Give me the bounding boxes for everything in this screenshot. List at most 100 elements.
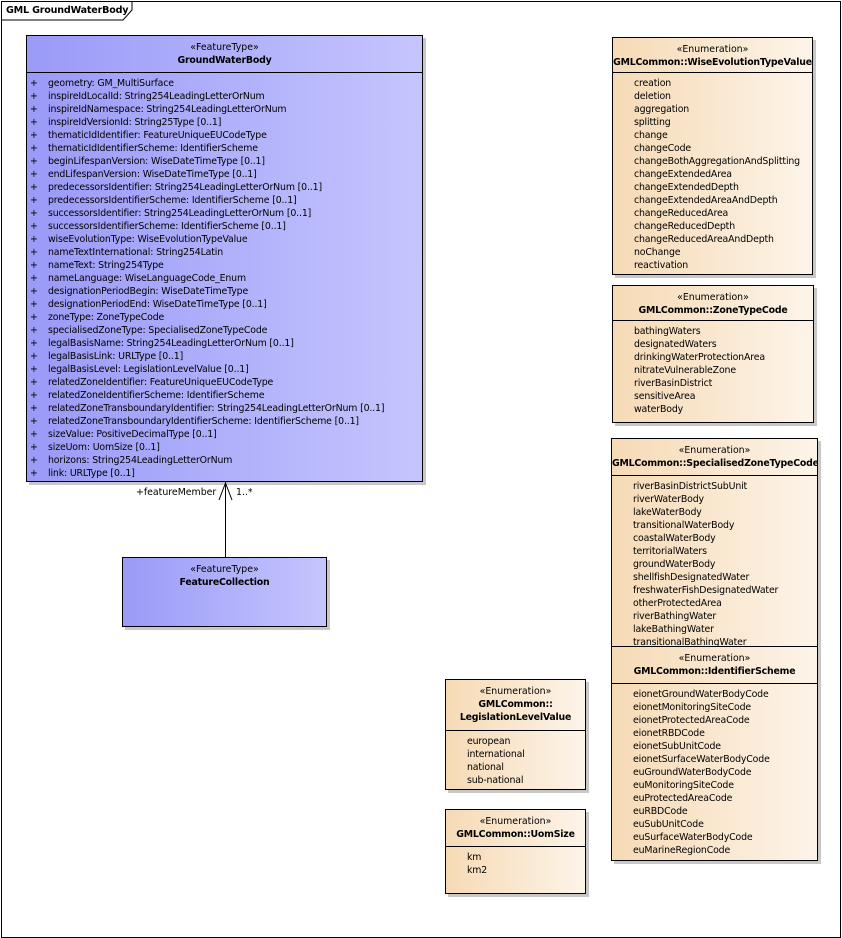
enum-literal[interactable]: change [613, 129, 812, 142]
enum-literal[interactable]: changeExtendedArea [613, 168, 812, 181]
enum-literal[interactable]: lakeBathingWater [612, 623, 817, 636]
attribute[interactable]: +wiseEvolutionType: WiseEvolutionTypeVal… [27, 233, 422, 246]
enum-literal[interactable]: changeCode [613, 142, 812, 155]
enum-literal[interactable]: territorialWaters [612, 545, 817, 558]
attribute[interactable]: +inspireIdNamespace: String254LeadingLet… [27, 103, 422, 116]
attribute[interactable]: +designationPeriodBegin: WiseDateTimeTyp… [27, 285, 422, 298]
attribute[interactable]: +zoneType: ZoneTypeCode [27, 311, 422, 324]
item-text: freshwaterFishDesignatedWater [633, 585, 779, 596]
enum-literal[interactable]: changeExtendedAreaAndDepth [613, 194, 812, 207]
enum-literal[interactable]: otherProtectedArea [612, 597, 817, 610]
attribute[interactable]: +successorsIdentifierScheme: IdentifierS… [27, 220, 422, 233]
frame-title-tab: GML GroundWaterBody [1, 1, 133, 21]
attribute[interactable]: +beginLifespanVersion: WiseDateTimeType … [27, 155, 422, 168]
enumeration-class-wiseevolutiontypevalue[interactable]: «Enumeration»GMLCommon::WiseEvolutionTyp… [612, 37, 813, 275]
enum-literal[interactable]: national [446, 761, 585, 774]
enum-literal[interactable]: euMonitoringSiteCode [612, 779, 817, 792]
enum-literal[interactable]: riverBasinDistrict [613, 377, 813, 390]
enum-literal[interactable]: splitting [613, 116, 812, 129]
enum-literal[interactable]: eionetSurfaceWaterBodyCode [612, 753, 817, 766]
enum-literal[interactable]: changeExtendedDepth [613, 181, 812, 194]
attribute[interactable]: +predecessorsIdentifier: String254Leadin… [27, 181, 422, 194]
item-text: transitionalWaterBody [633, 520, 735, 531]
enum-literal[interactable]: coastalWaterBody [612, 532, 817, 545]
attribute[interactable]: +relatedZoneIdentifier: FeatureUniqueEUC… [27, 376, 422, 389]
enum-literal[interactable]: designatedWaters [613, 338, 813, 351]
enum-literal[interactable]: eionetGroundWaterBodyCode [612, 688, 817, 701]
enum-literal[interactable]: drinkingWaterProtectionArea [613, 351, 813, 364]
attribute[interactable]: +sizeValue: PositiveDecimalType [0..1] [27, 428, 422, 441]
enum-literal[interactable]: euProtectedAreaCode [612, 792, 817, 805]
enum-literal[interactable]: freshwaterFishDesignatedWater [612, 584, 817, 597]
feature-type-class-groundwaterbody[interactable]: «FeatureType»GroundWaterBody+geometry: G… [26, 35, 423, 482]
enum-literal[interactable]: eionetRBDCode [612, 727, 817, 740]
enum-literal[interactable]: aggregation [613, 103, 812, 116]
attribute[interactable]: +legalBasisName: String254LeadingLetterO… [27, 337, 422, 350]
enum-literal[interactable]: euGroundWaterBodyCode [612, 766, 817, 779]
attribute[interactable]: +thematicIdIdentifier: FeatureUniqueEUCo… [27, 129, 422, 142]
enum-literal[interactable]: riverBathingWater [612, 610, 817, 623]
attribute[interactable]: +relatedZoneIdentifierScheme: Identifier… [27, 389, 422, 402]
enum-literal[interactable]: reactivation [613, 259, 812, 272]
attribute[interactable]: +endLifespanVersion: WiseDateTimeType [0… [27, 168, 422, 181]
class-header: «FeatureType»FeatureCollection [123, 558, 326, 589]
attribute[interactable]: +thematicIdIdentifierScheme: IdentifierS… [27, 142, 422, 155]
enum-literal[interactable]: nitrateVulnerableZone [613, 364, 813, 377]
enumeration-class-specialisedzonetypecode[interactable]: «Enumeration»GMLCommon::SpecialisedZoneT… [611, 438, 818, 650]
enum-literal[interactable]: euSurfaceWaterBodyCode [612, 831, 817, 844]
enum-literal[interactable]: changeBothAggregationAndSplitting [613, 155, 812, 168]
attribute[interactable]: +legalBasisLevel: LegislationLevelValue … [27, 363, 422, 376]
enum-literal[interactable]: eionetProtectedAreaCode [612, 714, 817, 727]
enum-literal[interactable]: riverBasinDistrictSubUnit [612, 480, 817, 493]
enum-literal[interactable]: euSubUnitCode [612, 818, 817, 831]
enumeration-class-legislationlevelvalue[interactable]: «Enumeration»GMLCommon::LegislationLevel… [445, 679, 586, 790]
enum-literal[interactable]: noChange [613, 246, 812, 259]
attribute[interactable]: +link: URLType [0..1] [27, 467, 422, 480]
enum-literal[interactable]: euMarineRegionCode [612, 844, 817, 857]
enum-literal[interactable]: shellfishDesignatedWater [612, 571, 817, 584]
public-visibility-icon: + [30, 442, 38, 453]
enum-literal[interactable]: international [446, 748, 585, 761]
attribute[interactable]: +legalBasisLink: URLType [0..1] [27, 350, 422, 363]
enum-literal[interactable]: transitionalWaterBody [612, 519, 817, 532]
attribute[interactable]: +inspireIdLocalId: String254LeadingLette… [27, 90, 422, 103]
enum-literal[interactable]: sensitiveArea [613, 390, 813, 403]
attribute[interactable]: +designationPeriodEnd: WiseDateTimeType … [27, 298, 422, 311]
enum-literal[interactable]: bathingWaters [613, 325, 813, 338]
enum-literal[interactable]: changeReducedAreaAndDepth [613, 233, 812, 246]
enum-literal[interactable]: sub-national [446, 774, 585, 787]
enum-literal[interactable]: changeReducedDepth [613, 220, 812, 233]
enum-literal[interactable]: groundWaterBody [612, 558, 817, 571]
attribute[interactable]: +sizeUom: UomSize [0..1] [27, 441, 422, 454]
enum-literal[interactable]: waterBody [613, 403, 813, 416]
enum-literal[interactable]: european [446, 735, 585, 748]
attribute[interactable]: +successorsIdentifier: String254LeadingL… [27, 207, 422, 220]
enum-literal[interactable]: km [446, 851, 585, 864]
enum-literal[interactable]: lakeWaterBody [612, 506, 817, 519]
attribute[interactable]: +geometry: GM_MultiSurface [27, 77, 422, 90]
enum-literal[interactable]: changeReducedArea [613, 207, 812, 220]
attribute[interactable]: +specialisedZoneType: SpecialisedZoneTyp… [27, 324, 422, 337]
item-text: predecessorsIdentifier: String254Leading… [48, 182, 322, 193]
attribute[interactable]: +relatedZoneTransboundaryIdentifierSchem… [27, 415, 422, 428]
enum-literal[interactable]: deletion [613, 90, 812, 103]
enum-literal[interactable]: km2 [446, 864, 585, 877]
enum-literal[interactable]: riverWaterBody [612, 493, 817, 506]
attribute[interactable]: +nameLanguage: WiseLanguageCode_Enum [27, 272, 422, 285]
attribute[interactable]: +horizons: String254LeadingLetterOrNum [27, 454, 422, 467]
feature-type-class-featurecollection[interactable]: «FeatureType»FeatureCollection [122, 557, 327, 627]
enum-literal[interactable]: creation [613, 77, 812, 90]
enum-literal[interactable]: euRBDCode [612, 805, 817, 818]
enum-literal[interactable]: transitionalBathingWater [612, 636, 817, 649]
attribute[interactable]: +inspireIdVersionId: String25Type [0..1] [27, 116, 422, 129]
enumeration-class-identifierscheme[interactable]: «Enumeration»GMLCommon::IdentifierScheme… [611, 646, 818, 861]
enum-literal[interactable]: eionetMonitoringSiteCode [612, 701, 817, 714]
attribute[interactable]: +relatedZoneTransboundaryIdentifier: Str… [27, 402, 422, 415]
attribute[interactable]: +nameTextInternational: String254Latin [27, 246, 422, 259]
enum-literal[interactable]: eionetSubUnitCode [612, 740, 817, 753]
attribute[interactable]: +predecessorsIdentifierScheme: Identifie… [27, 194, 422, 207]
attribute[interactable]: +nameText: String254Type [27, 259, 422, 272]
